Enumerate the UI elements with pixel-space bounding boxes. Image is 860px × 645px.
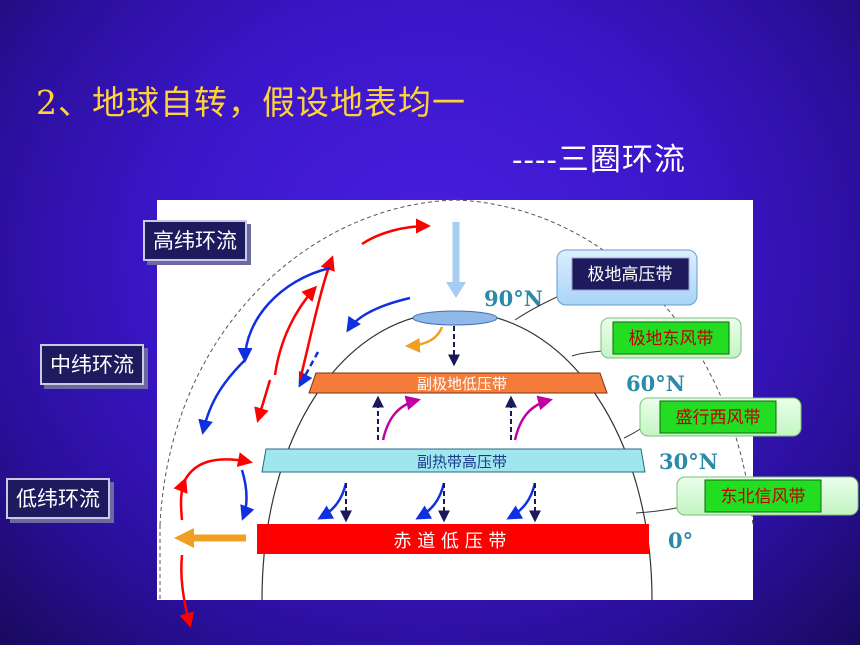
- ne-trades-label: 东北信风带: [721, 487, 806, 507]
- callout-polar-easterlies-tag: [612, 321, 730, 355]
- westerly-arrow: [381, 395, 421, 441]
- mid-cell-arrow-right: [254, 379, 272, 423]
- slide-subtitle: ----三圈环流: [512, 142, 686, 178]
- latitude-90n: 90°N: [484, 286, 543, 311]
- high-cell-arrow-top: [361, 218, 431, 246]
- latitude-60n: 60°N: [626, 371, 685, 396]
- mid-cell-arrow-up: [273, 285, 318, 376]
- high-latitude-cell-label: 高纬环流: [143, 220, 247, 261]
- polar-easterlies-label: 极地东风带: [629, 329, 714, 349]
- slide-title: 2、地球自转，假设地表均一: [36, 83, 466, 122]
- mid-cell-arrow-outer: [237, 266, 331, 363]
- low-cell-arrow-top: [183, 452, 253, 481]
- polar-easterly-arrow: [405, 326, 444, 353]
- low-latitude-cell-label: 低纬环流: [6, 478, 110, 519]
- callout-polar-high-tag: [571, 257, 690, 291]
- low-cell-arrow-up: [173, 477, 188, 521]
- polar-descending-arrow-head: [446, 282, 466, 298]
- latitude-30n: 30°N: [659, 449, 718, 474]
- low-cell-arrow-out: [179, 554, 194, 628]
- low-cell-arrow-down: [240, 469, 255, 521]
- polar-high-disc: [412, 310, 498, 326]
- equatorial-flow-arrow-head: [174, 528, 194, 548]
- latitude-0: 0°: [668, 528, 693, 553]
- trade-wind-arrow: [415, 482, 446, 520]
- trade-wind-arrow: [506, 482, 537, 520]
- high-cell-arrow-down: [298, 351, 320, 388]
- mid-cell-arrow-down: [198, 359, 246, 435]
- westerlies-label: 盛行西风带: [676, 408, 761, 428]
- subtropical-high-label: 副热带高压带: [417, 453, 507, 471]
- atmosphere-outline: [159, 199, 754, 526]
- callout-ne-trades-tag: [704, 479, 822, 513]
- mid-latitude-cell-label: 中纬环流: [40, 344, 144, 385]
- trade-wind-arrow: [317, 482, 348, 520]
- subtropical-high-band: [261, 448, 646, 473]
- polar-high-label: 极地高压带: [588, 265, 673, 285]
- callout-westerlies-tag: [659, 400, 777, 434]
- westerly-arrow: [513, 395, 553, 441]
- high-cell-arrow-inner: [346, 296, 411, 333]
- equatorial-low-band: [257, 524, 649, 554]
- equatorial-low-label: 赤 道 低 压 带: [394, 531, 507, 552]
- subpolar-low-label: 副极地低压带: [417, 375, 507, 393]
